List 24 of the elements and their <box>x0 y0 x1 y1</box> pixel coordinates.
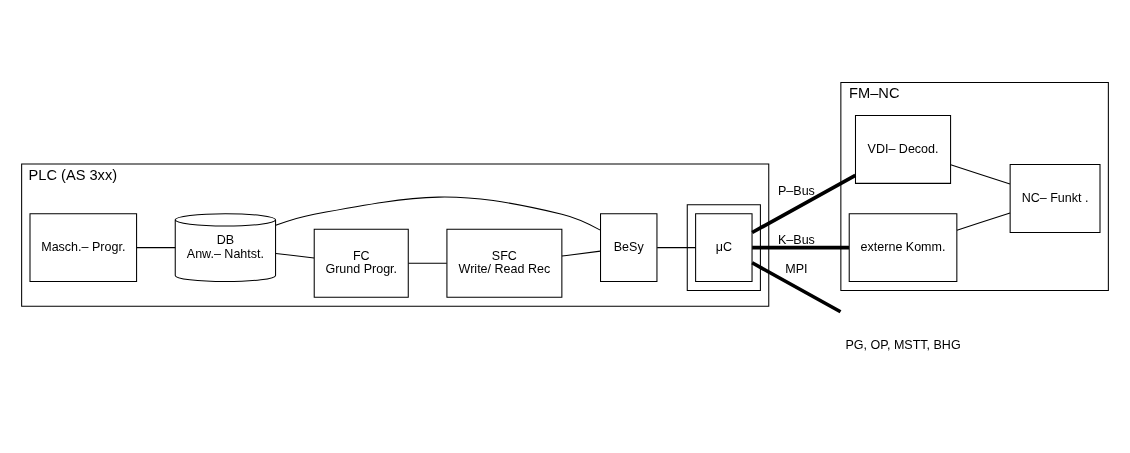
connector <box>407 262 448 264</box>
connector <box>956 211 1011 231</box>
connector <box>950 163 1011 185</box>
connector <box>656 246 697 248</box>
cluster <box>686 203 761 291</box>
connector <box>561 250 601 257</box>
connector <box>751 260 842 313</box>
node-box: μC <box>695 212 753 282</box>
node-text: PG, OP, MSTT, BHG <box>845 337 961 352</box>
connector <box>752 245 849 249</box>
node-box: Masch.– Progr. <box>29 212 138 282</box>
node-box: SFC Write/ Read Rec <box>446 228 563 298</box>
node-box: BeSy <box>600 212 658 282</box>
node-box: NC– Funkt . <box>1009 163 1101 233</box>
edge-label: K–Bus <box>778 232 815 247</box>
connector <box>275 196 601 231</box>
edge-label: P–Bus <box>778 183 815 198</box>
connector <box>751 173 857 234</box>
node-box: FC Grund Progr. <box>313 228 409 298</box>
connector <box>275 252 315 258</box>
connector <box>136 246 176 248</box>
node-box: externe Komm. <box>848 212 958 282</box>
edge-label: MPI <box>785 261 808 276</box>
node-box: VDI– Decod. <box>854 114 952 184</box>
